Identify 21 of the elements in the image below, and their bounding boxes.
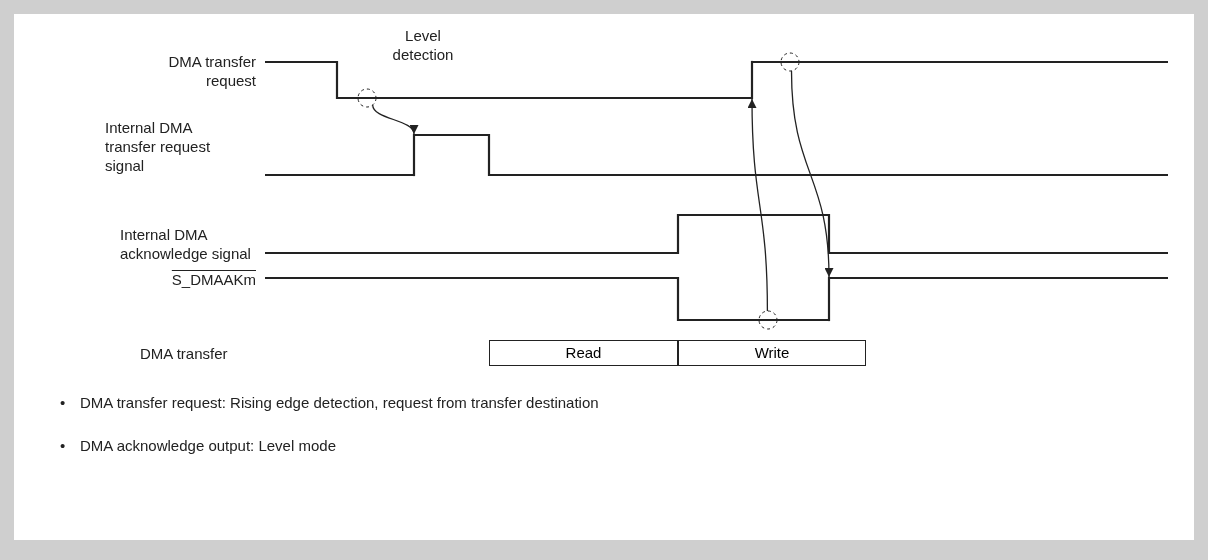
bullet: • [60,436,66,455]
rising-edge [750,60,754,100]
bullet-note: DMA transfer request: Rising edge detection, request from transfer destination [80,393,599,412]
dashed-circle [758,310,778,330]
signal-label: DMA transfer request [167,52,256,90]
bullet: • [60,393,66,412]
arrow [790,70,834,278]
bullet-note: DMA acknowledge output: Level mode [80,436,336,455]
phase-cell: Write [678,340,866,366]
dashed-circle [780,52,800,72]
arrow [747,98,769,312]
signal-label: S_DMAAKm [170,270,256,289]
rising-edge [827,276,831,322]
rising-edge [412,133,416,177]
signal-label: Internal DMA transfer request signal [105,118,212,175]
arrow [372,104,417,135]
dashed-circle [357,88,377,108]
phase-cell: Read [489,340,678,366]
row-label: DMA transfer [140,344,228,363]
annotation-text: Level detection [392,26,454,64]
signal-label: Internal DMA acknowledge signal [120,225,252,263]
